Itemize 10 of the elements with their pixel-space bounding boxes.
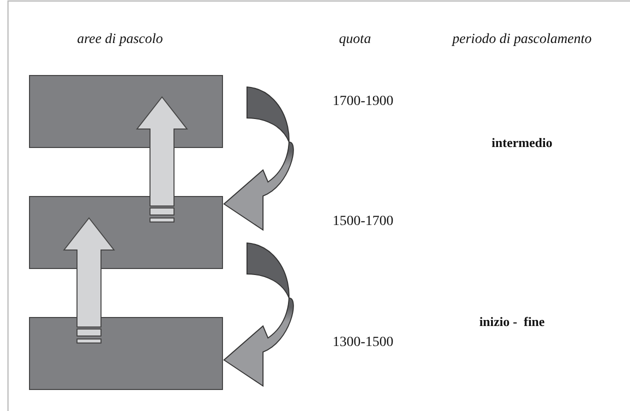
elevation-range: 1700-1900	[332, 94, 394, 110]
elevation-range: 1500-1700	[332, 214, 394, 230]
pasture-area-box	[29, 317, 223, 390]
column-heading: periodo di pascolamento	[452, 32, 592, 48]
column-heading: quota	[339, 32, 371, 48]
elevation-range: 1300-1500	[332, 335, 394, 351]
grazing-period: inizio - fine	[479, 314, 545, 330]
grazing-period: intermedio	[492, 135, 552, 151]
column-heading: aree di pascolo	[77, 32, 163, 48]
pasture-area-box	[29, 75, 223, 148]
